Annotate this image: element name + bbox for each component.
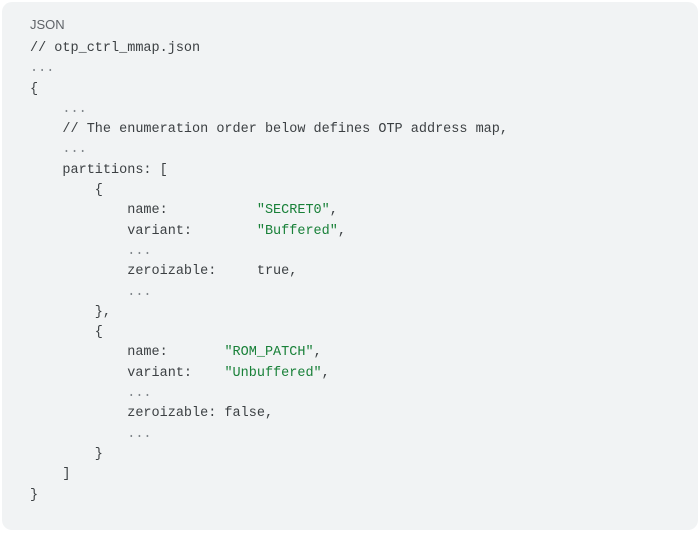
code-token: } — [30, 446, 103, 462]
ellipsis-token: ... — [30, 61, 55, 77]
code-line: name: "SECRET0", — [30, 201, 508, 221]
string-token: "SECRET0" — [256, 203, 330, 219]
string-token: "Buffered" — [256, 223, 338, 239]
comment-token: // The enumeration order below defines O… — [30, 122, 508, 138]
code-line: partitions: [ — [30, 161, 508, 181]
code-line: variant: "Buffered", — [30, 222, 508, 242]
string-token: "ROM_PATCH" — [224, 345, 314, 361]
code-token: { — [30, 325, 103, 341]
code-token — [30, 142, 62, 157]
code-line: ... — [30, 425, 508, 445]
code-line: } — [30, 445, 508, 465]
code-line: zeroizable: false, — [30, 404, 508, 424]
code-token: name: — [30, 203, 257, 219]
code-token — [30, 285, 127, 300]
code-token: ] — [30, 467, 71, 483]
code-token: { — [30, 81, 39, 97]
code-token: variant: — [30, 365, 225, 381]
code-line: ... — [30, 100, 508, 120]
code-token — [30, 244, 127, 259]
code-token — [30, 427, 127, 442]
code-line: zeroizable: true, — [30, 262, 508, 282]
comment-token: // otp_ctrl_mmap.json — [30, 41, 201, 56]
code-line: ... — [30, 140, 508, 160]
code-line: { — [30, 181, 508, 201]
code-line: }, — [30, 303, 508, 323]
code-token — [30, 102, 62, 117]
code-token: partitions: [ — [30, 162, 168, 178]
ellipsis-token: ... — [62, 101, 87, 117]
string-token: "Unbuffered" — [224, 365, 322, 381]
code-line: // otp_ctrl_mmap.json — [30, 39, 508, 59]
code-line: name: "ROM_PATCH", — [30, 343, 508, 363]
ellipsis-token: ... — [127, 284, 152, 300]
code-token: zeroizable: false, — [30, 406, 274, 422]
code-line: ] — [30, 465, 508, 485]
code-token: } — [30, 487, 39, 503]
code-line: // The enumeration order below defines O… — [30, 120, 508, 140]
code-token: , — [329, 203, 338, 219]
code-line: { — [30, 80, 508, 100]
code-token: , — [321, 365, 330, 381]
code-token: , — [313, 345, 322, 361]
ellipsis-token: ... — [62, 142, 87, 158]
code-line: ... — [30, 283, 508, 303]
code-line: ... — [30, 59, 508, 79]
code-line: { — [30, 323, 508, 343]
code-line: ... — [30, 384, 508, 404]
code-content: // otp_ctrl_mmap.json... { ... // The enu… — [30, 39, 508, 506]
code-token: name: — [30, 345, 225, 361]
code-token: zeroizable: true, — [30, 264, 298, 280]
code-line: } — [30, 486, 508, 506]
code-token: { — [30, 183, 103, 199]
ellipsis-token: ... — [127, 426, 152, 442]
code-token: , — [337, 223, 346, 239]
code-token: }, — [30, 304, 112, 320]
code-token: variant: — [30, 223, 257, 239]
code-line: ... — [30, 242, 508, 262]
code-token — [30, 386, 127, 401]
code-line: variant: "Unbuffered", — [30, 364, 508, 384]
ellipsis-token: ... — [127, 243, 152, 259]
ellipsis-token: ... — [127, 386, 152, 402]
code-language-label: JSON — [30, 17, 65, 32]
